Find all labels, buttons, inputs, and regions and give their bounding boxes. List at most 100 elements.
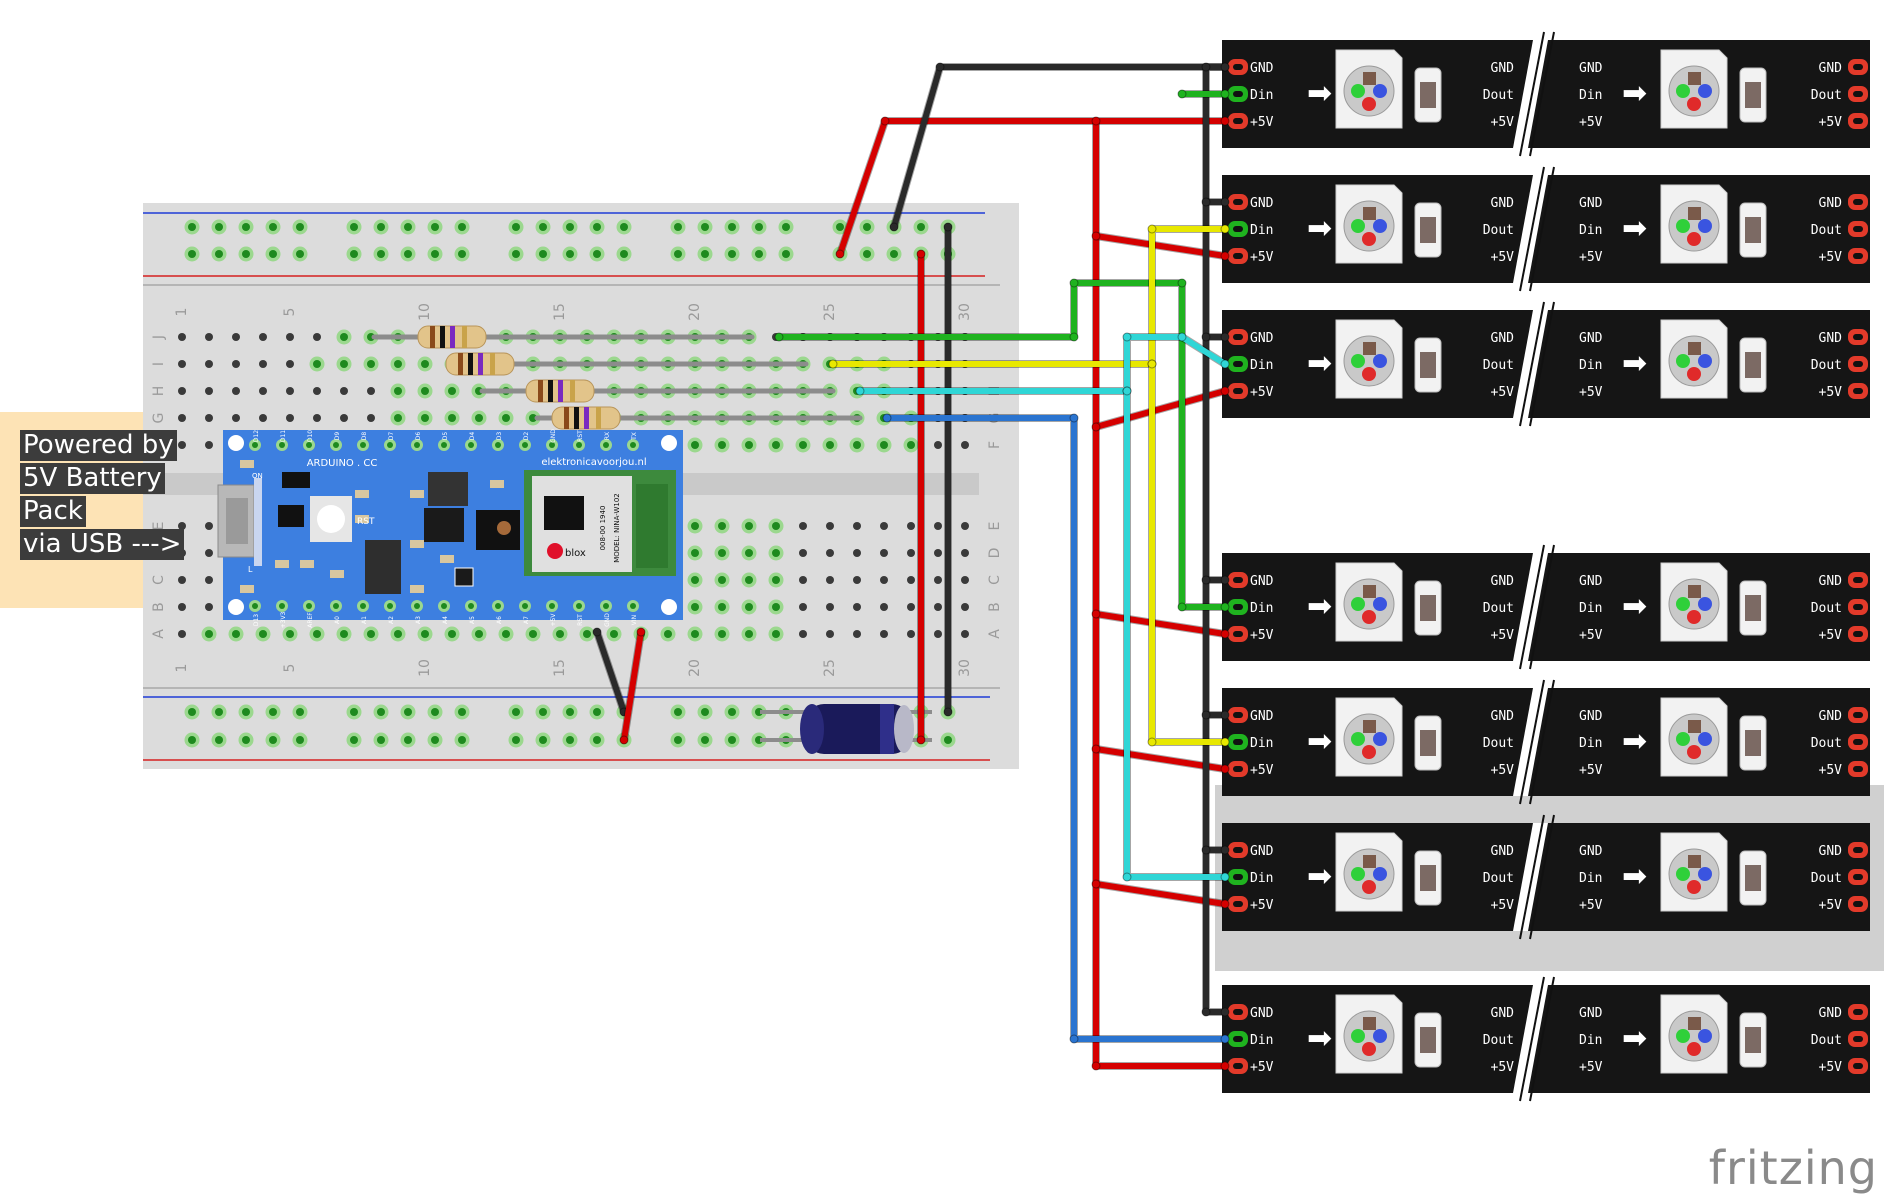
hole xyxy=(205,360,213,368)
led-lens xyxy=(1668,335,1720,387)
rail-hole xyxy=(620,223,628,231)
wire-power-5v-main-joint xyxy=(880,116,890,126)
strip-in-label: Din xyxy=(1250,871,1273,886)
wire-data-cyan-2-joint xyxy=(1122,386,1132,396)
hole xyxy=(826,549,834,557)
smd-cap-body xyxy=(1420,352,1436,378)
hole xyxy=(178,387,186,395)
wire-arduino-vin-joint xyxy=(636,627,646,637)
hole xyxy=(772,549,780,557)
smd-component xyxy=(240,585,254,593)
strip-in-pin-hole xyxy=(1233,334,1243,340)
cut-line xyxy=(1529,166,1555,292)
wire-data-green-joint xyxy=(1177,602,1187,612)
rail-hole xyxy=(188,250,196,258)
strip-out-pin-hole xyxy=(1853,901,1863,907)
data-arrow-icon: ➡ xyxy=(1622,346,1647,381)
row-letter: B xyxy=(987,602,1003,612)
strip-out-label: GND xyxy=(1819,1006,1843,1021)
led-die xyxy=(1363,720,1376,733)
column-number: 10 xyxy=(417,303,433,321)
led-red xyxy=(1687,745,1701,759)
wire-5v-bus-joint xyxy=(1091,116,1101,126)
rail-hole xyxy=(593,708,601,716)
smd-cap-body xyxy=(1420,865,1436,891)
wire-data-green-joint xyxy=(774,332,784,342)
wires xyxy=(371,62,1230,1071)
resistor-band xyxy=(440,326,445,348)
strip-in-pin-hole xyxy=(1233,361,1243,367)
strip-in-pin-hole xyxy=(1233,901,1243,907)
wire-arduino-gnd-joint xyxy=(592,627,602,637)
strip-in-label: Din xyxy=(1250,601,1273,616)
led-die xyxy=(1688,207,1701,220)
hole xyxy=(232,360,240,368)
hole xyxy=(934,441,942,449)
led-green xyxy=(1351,867,1365,881)
strip-out-pin-hole xyxy=(1853,712,1863,718)
wire-data-cyan-2-joint xyxy=(1122,872,1132,882)
led-die xyxy=(1688,585,1701,598)
wire-gnd-branch-joint xyxy=(1220,575,1230,585)
cap-stripe xyxy=(880,704,894,754)
data-arrow-icon: ➡ xyxy=(1307,724,1332,759)
hole xyxy=(394,414,402,422)
strip-out-pin-hole xyxy=(1853,604,1863,610)
hole xyxy=(907,630,915,638)
smd-component xyxy=(410,490,424,498)
smd-component xyxy=(440,555,454,563)
hole xyxy=(691,441,699,449)
strip-out-pin-hole xyxy=(1853,577,1863,583)
strip-in-pin-hole xyxy=(1233,874,1243,880)
hole xyxy=(853,441,861,449)
cut-line xyxy=(1519,544,1545,670)
rail-hole xyxy=(404,708,412,716)
rail-hole xyxy=(215,736,223,744)
ublox-logo-icon xyxy=(547,543,563,559)
led-lens xyxy=(1668,1010,1720,1062)
strip-out-label: GND xyxy=(1819,574,1843,589)
hole xyxy=(286,360,294,368)
led-blue xyxy=(1373,354,1387,368)
hole xyxy=(826,603,834,611)
chip-small xyxy=(454,567,474,587)
smd-cap-body xyxy=(1745,82,1761,108)
wire-gnd-branch-joint xyxy=(1220,332,1230,342)
header-pin-hole xyxy=(441,603,447,609)
resistor-band xyxy=(548,380,553,402)
hole xyxy=(340,360,348,368)
column-number: 5 xyxy=(282,308,298,317)
wire-5v-bus-joint xyxy=(1091,1061,1101,1071)
rail-hole xyxy=(377,223,385,231)
hole xyxy=(691,630,699,638)
led-red xyxy=(1362,232,1376,246)
data-arrow-icon: ➡ xyxy=(1622,859,1647,894)
wire-data-yellow-joint xyxy=(828,359,838,369)
hole xyxy=(232,333,240,341)
header-pin-hole xyxy=(387,603,393,609)
cap-end xyxy=(800,704,824,754)
header-pin-hole xyxy=(279,442,285,448)
hole xyxy=(691,603,699,611)
wire-data-green-0-joint xyxy=(1220,89,1230,99)
strip-in-label: Din xyxy=(1250,736,1273,751)
strip-out-label: Dout xyxy=(1811,736,1842,751)
hole xyxy=(178,414,186,422)
led-blue xyxy=(1698,732,1712,746)
hole xyxy=(934,522,942,530)
header-pin-label: D6 xyxy=(415,432,422,441)
strip-out-label: +5V xyxy=(1491,628,1515,643)
rail-hole xyxy=(539,250,547,258)
hole xyxy=(421,414,429,422)
antenna-connector xyxy=(497,521,511,535)
hole xyxy=(718,576,726,584)
hole xyxy=(799,630,807,638)
smd-component xyxy=(330,570,344,578)
hole xyxy=(178,630,186,638)
usb-shield xyxy=(254,478,262,566)
strip-in-pin-hole xyxy=(1233,766,1243,772)
header-pin-label: D4 xyxy=(469,432,476,441)
wire-data-yellow-joint xyxy=(1220,224,1230,234)
smd-cap-body xyxy=(1420,82,1436,108)
